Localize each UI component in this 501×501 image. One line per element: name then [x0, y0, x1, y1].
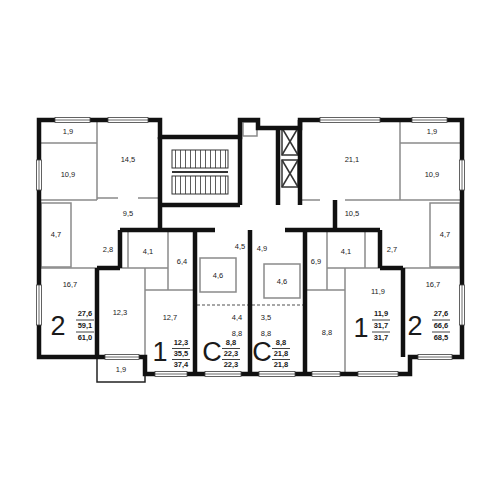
- room-area: 1,9: [427, 128, 437, 136]
- apartment-area: 27,6: [434, 310, 449, 318]
- apartment-type: 2: [50, 313, 65, 340]
- room-area: 4,4: [232, 314, 242, 322]
- room-area: 2,8: [103, 246, 113, 254]
- room-area: 4,1: [143, 248, 153, 256]
- apartment-area: 22,3: [224, 350, 239, 358]
- apartment-area: 35,5: [174, 350, 189, 358]
- room-area: 8,8: [322, 329, 332, 337]
- apartment-type: 2: [407, 313, 422, 340]
- room-area: 4,6: [213, 272, 223, 280]
- apartment-area: 31,7: [374, 334, 389, 342]
- apartment-area: 12,3: [174, 339, 189, 347]
- room-area: 4,7: [51, 231, 61, 239]
- room-area: 4,5: [235, 243, 245, 251]
- apartment-type: 1: [152, 339, 167, 366]
- room-area: 9,5: [123, 210, 133, 218]
- apartment-area: 11,9: [374, 310, 388, 318]
- room-area: 1,9: [116, 366, 126, 374]
- room-area: 21,1: [345, 156, 360, 164]
- apartment-area: 68,5: [434, 334, 449, 342]
- apartment-area: 27,6: [78, 310, 93, 318]
- room-area: 10,5: [345, 210, 360, 218]
- room-area: 6,9: [311, 258, 321, 266]
- room-area: 6,4: [177, 258, 187, 266]
- room-area: 10,9: [425, 171, 440, 179]
- room-area: 8,8: [232, 330, 242, 338]
- room-area: 2,7: [387, 246, 397, 254]
- apartment-area: 21,8: [274, 361, 289, 369]
- room-area: 4,9: [257, 245, 267, 253]
- room-area: 10,9: [61, 171, 76, 179]
- apartment-area: 8,8: [276, 339, 286, 347]
- apartment-type: С: [202, 339, 222, 366]
- room-area: 8,8: [261, 330, 271, 338]
- apartment-area: 37,4: [174, 361, 189, 369]
- room-area: 16,7: [426, 281, 441, 289]
- room-area: 12,7: [163, 314, 178, 322]
- apartment-area: 59,1: [78, 322, 93, 330]
- room-area: 16,7: [63, 281, 78, 289]
- apartment-area: 22,3: [224, 361, 239, 369]
- room-area: 3,5: [261, 314, 271, 322]
- apartment-type: 1: [353, 315, 368, 342]
- apartment-area: 21,8: [274, 350, 289, 358]
- apartment-area: 66,6: [434, 322, 449, 330]
- room-area: 1,9: [63, 128, 73, 136]
- apartment-area: 31,7: [374, 322, 389, 330]
- room-area: 12,3: [113, 309, 128, 317]
- room-area: 4,6: [277, 278, 287, 286]
- apartment-type: С: [252, 339, 272, 366]
- room-area: 11,9: [371, 288, 385, 296]
- room-area: 4,1: [341, 248, 351, 256]
- room-area: 14,5: [121, 156, 136, 164]
- apartment-area: 61,0: [78, 334, 93, 342]
- room-area: 4,7: [440, 231, 450, 239]
- apartment-area: 8,8: [226, 339, 236, 347]
